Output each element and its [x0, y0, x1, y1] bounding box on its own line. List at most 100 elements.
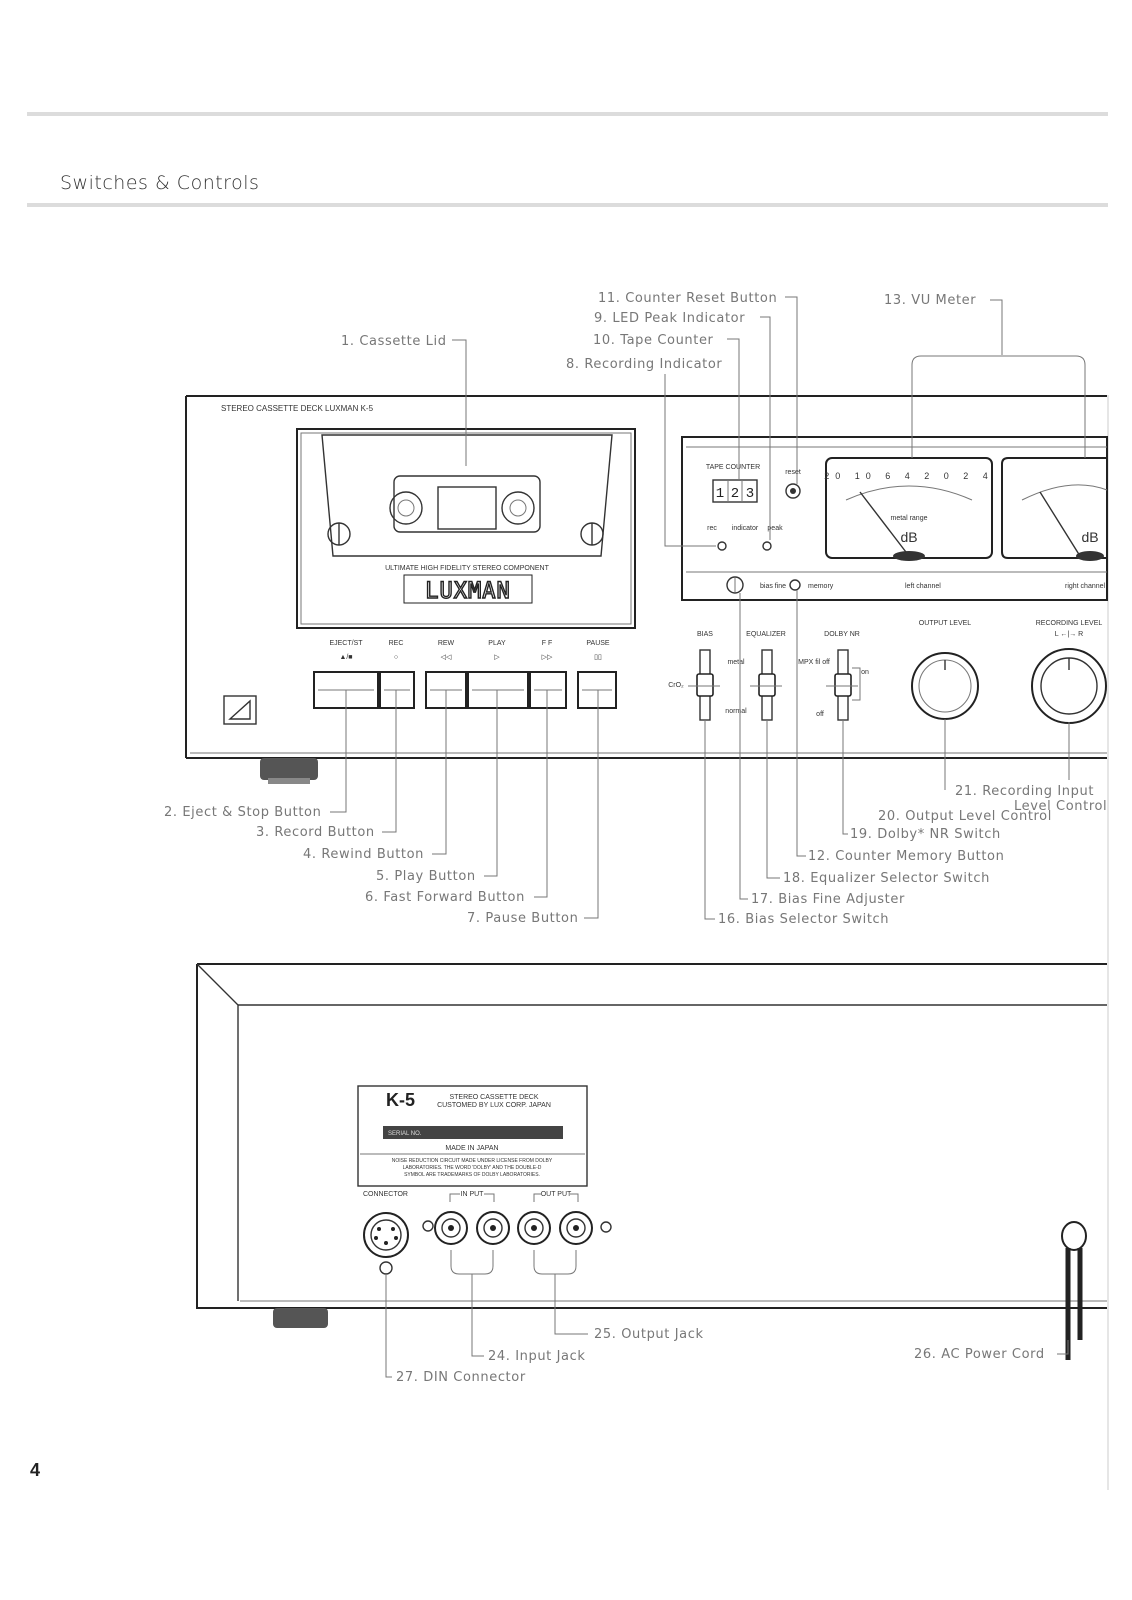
indicator-label: indicator [732, 525, 759, 532]
rear-label-plate: K-5 STEREO CASSETTE DECK CUSTOMED BY LUX… [357, 1085, 588, 1187]
page-number: 4 [30, 1460, 41, 1480]
callout-19: 19. Dolby* NR Switch [850, 827, 1001, 842]
fast-forward-button[interactable] [529, 671, 567, 709]
button-label-eject: EJECT/ST [329, 640, 363, 647]
level-controls: OUTPUT LEVEL RECORDING LEVEL L ←|→ R [911, 620, 1107, 724]
notice-line-3: SYMBOL ARE TRADEMARKS OF DOLBY LABORATOR… [404, 1172, 540, 1178]
screw-icon-right [600, 1221, 612, 1233]
din-connector[interactable] [363, 1212, 409, 1258]
ground-screw-icon [379, 1261, 393, 1275]
rear-panel: K-5 STEREO CASSETTE DECK CUSTOMED BY LUX… [196, 963, 1107, 1360]
tape-counter [712, 479, 758, 503]
callout-17: 17. Bias Fine Adjuster [751, 892, 905, 907]
callout-3: 3. Record Button [256, 825, 375, 840]
callout-8: 8. Recording Indicator [566, 357, 722, 372]
dolby-on-label: on [861, 669, 869, 676]
dolby-off-label: off [816, 711, 824, 718]
right-channel-label: right channel [1065, 583, 1106, 590]
eject-symbol-icon: ▲/■ [339, 654, 352, 661]
bias-fine-adjuster[interactable] [726, 576, 744, 594]
rear-callouts: 25. Output Jack 24. Input Jack 27. DIN C… [385, 1274, 1069, 1385]
bias-fine-label: bias fine [760, 583, 786, 590]
page-title: Switches & Controls [60, 172, 260, 194]
rear-customed-text: CUSTOMED BY LUX CORP. JAPAN [437, 1102, 551, 1109]
counter-reset-button[interactable] [785, 483, 801, 499]
notice-line-2: LABORATORIES. THE WORD 'DOLBY' AND THE D… [403, 1165, 542, 1171]
input-label: IN PUT [461, 1191, 485, 1198]
connector-label: CONNECTOR [363, 1191, 408, 1198]
peak-label: peak [767, 525, 783, 532]
left-channel-label: left channel [905, 583, 941, 590]
vu-meter-right: dB [1001, 457, 1108, 561]
dolby-mpx-label: MPX fil off [798, 659, 830, 666]
title-underline [27, 203, 1108, 207]
bias-cro2-label: CrO₂ [668, 682, 684, 689]
play-button[interactable] [467, 671, 529, 709]
memory-label: memory [808, 583, 834, 590]
callout-12: 12. Counter Memory Button [808, 849, 1004, 864]
selector-switches: BIAS EQUALIZER DOLBY NR CrO₂ metal norma… [668, 631, 869, 721]
callout-10: 10. Tape Counter [593, 333, 714, 348]
brand-mark-icon [223, 695, 257, 725]
luxman-logo: LUXMAN [425, 579, 510, 604]
callout-21a: 21. Recording Input [955, 784, 1094, 799]
made-in-label: MADE IN JAPAN [445, 1145, 498, 1152]
counter-digit-1: 1 [716, 486, 724, 502]
recording-level-lr: L ←|→ R [1055, 631, 1083, 638]
callout-25: 25. Output Jack [594, 1327, 704, 1342]
counter-digit-3: 3 [746, 486, 754, 502]
ff-symbol-icon: ▷▷ [542, 654, 553, 661]
button-label-rew: REW [438, 640, 455, 647]
rear-deck-text: STEREO CASSETTE DECK [449, 1094, 538, 1101]
component-text: ULTIMATE HIGH FIDELITY STEREO COMPONENT [385, 565, 549, 572]
counter-digit-2: 2 [731, 486, 739, 502]
serial-label: SERIAL NO. [388, 1131, 422, 1137]
pause-symbol-icon: ▯▯ [594, 654, 602, 661]
notice-line-1: NOISE REDUCTION CIRCUIT MADE UNDER LICEN… [392, 1158, 553, 1164]
vu-unit-right: dB [1081, 529, 1098, 545]
vu-unit-left: dB [900, 529, 917, 545]
screw-icon [422, 1220, 434, 1232]
play-symbol-icon: ▷ [494, 654, 500, 661]
cassette-lid: ULTIMATE HIGH FIDELITY STEREO COMPONENT … [296, 428, 636, 629]
output-jack-right[interactable] [517, 1211, 551, 1245]
button-label-ff: F F [542, 640, 553, 647]
top-rule [27, 112, 1108, 116]
dolby-label: DOLBY NR [824, 631, 860, 638]
callout-24: 24. Input Jack [488, 1349, 585, 1364]
callout-11: 11. Counter Reset Button [598, 291, 777, 306]
equalizer-label: EQUALIZER [746, 631, 786, 638]
input-jack-right[interactable] [434, 1211, 468, 1245]
callout-20: 20. Output Level Control [878, 809, 1052, 824]
front-model-text: STEREO CASSETTE DECK LUXMAN K-5 [221, 404, 374, 413]
front-callouts: 1. Cassette Lid 11. Counter Reset Button… [164, 291, 1107, 927]
rear-foot [273, 1308, 328, 1328]
counter-memory-button[interactable] [789, 579, 801, 591]
callout-21b: Level Control [1014, 799, 1107, 814]
button-label-play: PLAY [488, 640, 506, 647]
output-level-label: OUTPUT LEVEL [919, 620, 971, 627]
callout-5: 5. Play Button [376, 869, 476, 884]
rec-label: rec [707, 525, 717, 532]
bias-label: BIAS [697, 631, 713, 638]
front-foot-left [260, 758, 318, 780]
record-button[interactable] [379, 671, 415, 709]
tape-counter-label: TAPE COUNTER [706, 464, 760, 471]
button-label-rec: REC [389, 640, 404, 647]
display-panel: TAPE COUNTER 1 2 3 reset rec indicator p… [681, 436, 1108, 601]
vu-scale-left: 20 10 6 4 2 0 2 4 [824, 471, 994, 481]
callout-9: 9. LED Peak Indicator [594, 311, 745, 326]
front-panel: STEREO CASSETTE DECK LUXMAN K-5 ULTIMATE… [185, 395, 1108, 784]
callout-16: 16. Bias Selector Switch [718, 912, 889, 927]
serial-bar [383, 1126, 563, 1139]
input-jack-left[interactable] [476, 1211, 510, 1245]
reset-label: reset [785, 469, 801, 476]
callout-7: 7. Pause Button [467, 911, 578, 926]
callout-2: 2. Eject & Stop Button [164, 805, 321, 820]
output-jack-left[interactable] [559, 1211, 593, 1245]
callout-26: 26. AC Power Cord [914, 1347, 1045, 1362]
callout-4: 4. Rewind Button [303, 847, 424, 862]
pause-button[interactable] [577, 671, 617, 709]
rear-model: K-5 [386, 1090, 415, 1110]
